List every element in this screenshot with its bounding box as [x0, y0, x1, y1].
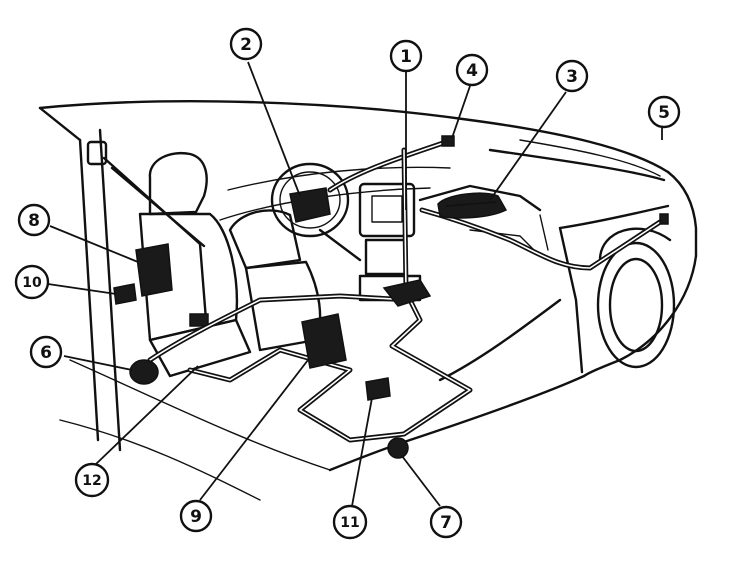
sensor-6 [129, 359, 159, 385]
seat-airbag-module [301, 313, 347, 369]
svg-text:12: 12 [82, 473, 101, 489]
callout-8: 8 [17, 203, 51, 237]
car-body [38, 100, 698, 501]
svg-text:10: 10 [22, 275, 42, 291]
svg-text:7: 7 [440, 513, 452, 533]
component-11 [365, 377, 391, 401]
sensor-7 [387, 437, 409, 459]
callout-5: 5 [647, 95, 681, 129]
sensor-4 [441, 135, 455, 147]
svg-text:5: 5 [658, 103, 670, 123]
leader-lines [47, 61, 663, 507]
callout-2: 2 [229, 27, 263, 61]
component-10 [113, 283, 137, 305]
callout-11: 11 [332, 504, 368, 540]
side-airbag-module [135, 243, 173, 297]
components [113, 135, 669, 459]
callout-6: 6 [29, 335, 63, 369]
callout-3: 3 [555, 59, 589, 93]
steering-wheel [270, 162, 362, 262]
svg-text:6: 6 [40, 343, 52, 363]
callout-1: 1 [389, 39, 423, 73]
passenger-airbag-module [437, 192, 508, 219]
rear-sensor [659, 213, 669, 225]
callout-12: 12 [74, 462, 110, 498]
callout-7: 7 [429, 505, 463, 539]
airbag-control-unit [382, 279, 432, 307]
svg-text:3: 3 [566, 67, 578, 87]
callout-4: 4 [455, 53, 489, 87]
callout-10: 10 [14, 264, 50, 300]
svg-text:9: 9 [190, 507, 202, 527]
svg-text:1: 1 [400, 47, 412, 67]
svg-text:4: 4 [466, 61, 478, 81]
svg-text:2: 2 [240, 35, 252, 55]
seat-belt [86, 140, 209, 327]
callout-9: 9 [179, 499, 213, 533]
svg-text:8: 8 [28, 211, 40, 231]
svg-text:11: 11 [340, 515, 359, 531]
